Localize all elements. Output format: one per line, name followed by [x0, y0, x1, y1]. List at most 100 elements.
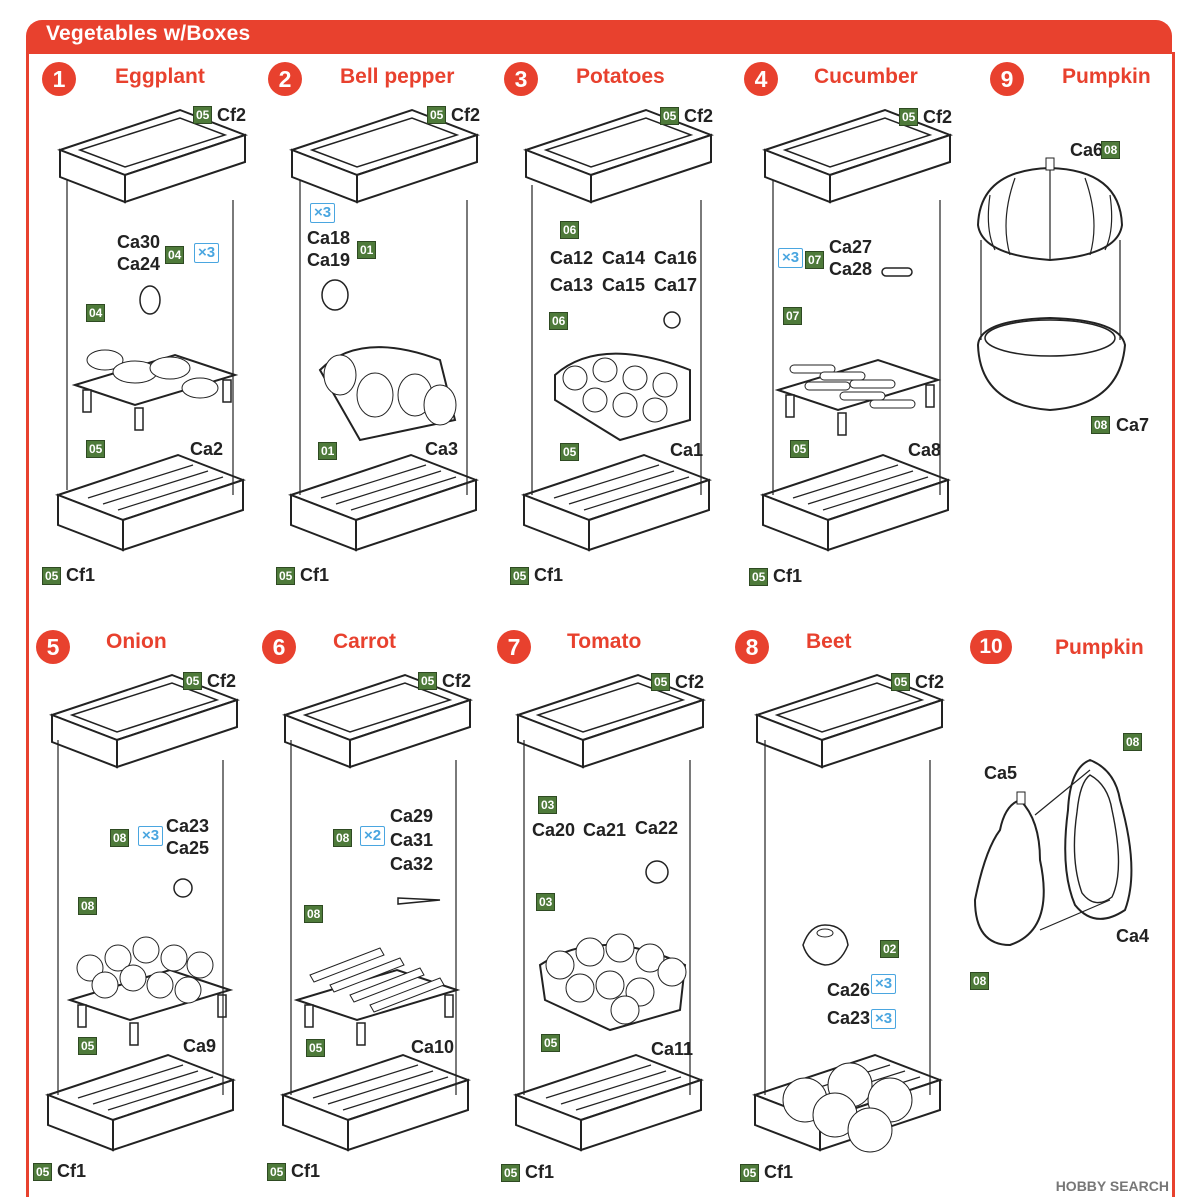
code-badge: 02 [880, 940, 900, 958]
part-label: Ca9 [183, 1036, 217, 1056]
crate-bottom-5 [47, 1054, 234, 1151]
code-badge: 05 [306, 1039, 326, 1057]
quantity-badge: ×2 [360, 826, 386, 846]
code-badge: 01 [357, 241, 377, 259]
part-label: Ca24 [117, 254, 161, 274]
part-label-top: Cf2 [923, 107, 953, 127]
code-badge: 08 [1091, 416, 1111, 434]
watermark: HOBBY SEARCH [1055, 1178, 1169, 1194]
code-badge: 05 [660, 107, 680, 125]
code-badge: 08 [304, 905, 324, 923]
part-label: Ca31 [390, 830, 434, 850]
step-title-potatoes: Potatoes [576, 65, 665, 88]
code-badge: 08 [110, 829, 130, 847]
code-badge: 08 [970, 972, 990, 990]
code-badge: 08 [78, 897, 98, 915]
part-label-top: Cf2 [207, 671, 237, 691]
code-badge: 08 [1123, 733, 1143, 751]
part-label: Ca12 [550, 248, 594, 268]
step-number-2: 2 [268, 62, 302, 96]
step-title-pumpkin-10: Pumpkin [1055, 636, 1144, 659]
part-label: Ca4 [1116, 926, 1150, 946]
code-badge: 05 [740, 1164, 760, 1182]
part-label: Ca23 [166, 816, 210, 836]
code-badge: 08 [1101, 141, 1121, 159]
part-label: Ca17 [654, 275, 698, 295]
step-number-4: 4 [744, 62, 778, 96]
code-badge: 05 [427, 106, 447, 124]
part-label-bottom: Cf1 [764, 1162, 794, 1182]
part-label-bottom: Cf1 [534, 565, 564, 585]
code-badge: 05 [183, 672, 203, 690]
part-label: Ca6 [1070, 140, 1104, 160]
part-label-top: Cf2 [217, 105, 247, 125]
step-number-9: 9 [990, 62, 1024, 96]
part-label: Ca3 [425, 439, 459, 459]
code-badge: 07 [783, 307, 803, 325]
step-title-carrot: Carrot [333, 630, 397, 653]
code-badge: 05 [42, 567, 62, 585]
code-badge: 05 [651, 673, 671, 691]
part-label: Ca27 [829, 237, 873, 257]
part-label: Ca11 [651, 1039, 694, 1059]
part-label: Ca8 [908, 440, 942, 460]
pumpkin-10 [973, 758, 1133, 947]
part-label: Ca25 [166, 838, 210, 858]
part-label-top: Cf2 [442, 671, 472, 691]
part-label-top: Cf2 [675, 672, 705, 692]
part-label: Ca23 [827, 1008, 871, 1028]
part-label: Ca26 [827, 980, 871, 1000]
crate-bottom-6 [282, 1054, 469, 1151]
part-label-top: Cf2 [451, 105, 481, 125]
quantity-badge: ×3 [871, 974, 897, 994]
part-label: Ca19 [307, 250, 351, 270]
step-title-beet: Beet [806, 630, 852, 653]
code-badge: 01 [318, 442, 338, 460]
part-label-bottom: Cf1 [300, 565, 330, 585]
crate-bottom-4 [762, 454, 949, 551]
part-label: Ca10 [411, 1037, 455, 1057]
quantity-badge: ×3 [871, 1009, 897, 1029]
part-label: Ca16 [654, 248, 698, 268]
code-badge: 05 [193, 106, 213, 124]
code-badge: 06 [549, 312, 569, 330]
code-badge: 03 [538, 796, 558, 814]
quantity-badge: ×3 [778, 248, 804, 268]
code-badge: 05 [33, 1163, 53, 1181]
step-number-8: 8 [735, 630, 769, 664]
part-label: Ca32 [390, 854, 434, 874]
code-badge: 05 [418, 672, 438, 690]
step-number-10: 10 [970, 630, 1012, 664]
code-badge: 08 [333, 829, 353, 847]
code-badge: 03 [536, 893, 556, 911]
code-badge: 05 [510, 567, 530, 585]
step-title-onion: Onion [106, 630, 167, 653]
part-label: Ca30 [117, 232, 161, 252]
part-label: Ca28 [829, 259, 873, 279]
step-number-3: 3 [504, 62, 538, 96]
part-label-bottom: Cf1 [57, 1161, 87, 1181]
part-label: Ca20 [532, 820, 576, 840]
header-bar [26, 20, 1172, 54]
code-badge: 07 [805, 251, 825, 269]
part-label: Ca15 [602, 275, 646, 295]
code-badge: 05 [749, 568, 769, 586]
code-badge: 05 [790, 440, 810, 458]
crate-bottom-1 [57, 454, 244, 551]
part-label: Ca22 [635, 818, 679, 838]
step-title-bell-pepper: Bell pepper [340, 65, 455, 88]
code-badge: 05 [501, 1164, 521, 1182]
part-label-bottom: Cf1 [66, 565, 96, 585]
quantity-badge: ×3 [310, 203, 336, 223]
code-badge: 05 [78, 1037, 98, 1055]
part-label-top: Cf2 [915, 672, 945, 692]
part-label: Ca2 [190, 439, 224, 459]
code-badge: 06 [560, 221, 580, 239]
step-number-5: 5 [36, 630, 70, 664]
page-frame [26, 52, 1175, 1197]
step-title-tomato: Tomato [567, 630, 642, 653]
step-number-1: 1 [42, 62, 76, 96]
part-label: Ca18 [307, 228, 351, 248]
step-title-eggplant: Eggplant [115, 65, 205, 88]
code-badge: 05 [267, 1163, 287, 1181]
